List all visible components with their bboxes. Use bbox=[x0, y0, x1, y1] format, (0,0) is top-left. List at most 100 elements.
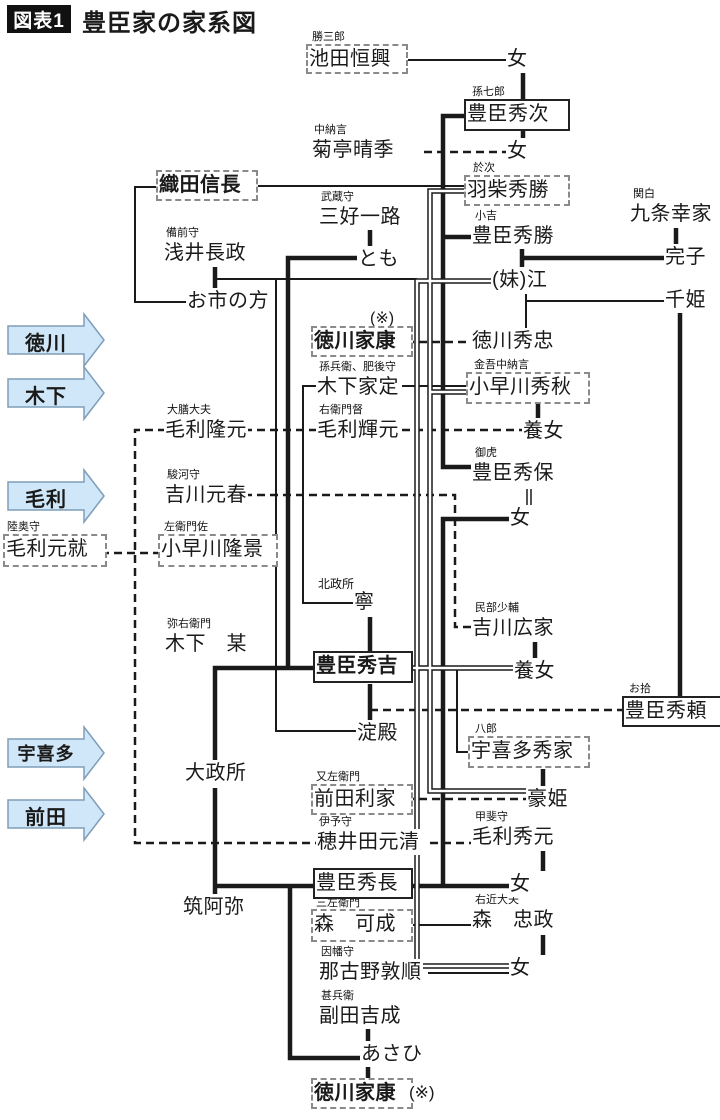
title-kinoshita-iesada: 孫兵衛、肥後守 bbox=[319, 361, 396, 373]
title-kujo: 関白 bbox=[633, 188, 655, 200]
person-tomo: とも bbox=[357, 246, 400, 272]
title-mori-takamoto: 大膳大夫 bbox=[167, 404, 211, 416]
person-toyotomi-hideyoshi: 豊臣秀吉 bbox=[313, 651, 413, 683]
person-go: (妹)江 bbox=[491, 267, 549, 293]
title-hideyori: お拾 bbox=[629, 683, 651, 695]
person-mori-hidemoto: 毛利秀元 bbox=[471, 824, 555, 850]
title-miyoshi: 武蔵守 bbox=[321, 191, 354, 203]
person-kikkawa-motoharu: 吉川元春 bbox=[164, 482, 248, 508]
person-adopted-daughter-hiroie: 養女 bbox=[513, 658, 556, 684]
title-hideyasu: 御虎 bbox=[475, 447, 497, 459]
title-azai: 備前守 bbox=[166, 227, 199, 239]
group-arrow-maeda: 前田 bbox=[25, 807, 67, 829]
kinoshita-arrow-icon bbox=[7, 364, 105, 422]
person-hideyasu-wife: 女 bbox=[509, 505, 532, 531]
line-parents-asahi bbox=[287, 886, 360, 1061]
person-gohime: 豪姫 bbox=[526, 786, 569, 812]
person-senhime: 千姫 bbox=[664, 287, 707, 313]
title-ikeda: 勝三郎 bbox=[312, 31, 345, 43]
person-mori-takamoto: 毛利隆元 bbox=[164, 417, 248, 443]
title-hidetsugu: 孫七郎 bbox=[472, 86, 505, 98]
line-nobunaga-oichi bbox=[134, 186, 188, 303]
person-soeda-yoshinari: 副田吉成 bbox=[318, 1003, 402, 1029]
line-kinoshitabo-omandokoro bbox=[212, 665, 313, 761]
person-kikkawa-hiroie: 吉川広家 bbox=[471, 615, 555, 641]
line-mouri-spine bbox=[133, 428, 316, 845]
person-nagoya-atsunori: 那古野敦順 bbox=[318, 959, 423, 985]
person-kinoshita-iesada: 木下家定 bbox=[316, 374, 400, 400]
person-toyotomi-hidenaga: 豊臣秀長 bbox=[313, 868, 413, 899]
person-ukita-hideie: 宇喜多秀家 bbox=[468, 736, 590, 768]
person-tokugawa-ieyasu-mid: 徳川家康 bbox=[311, 326, 413, 357]
group-arrow-ukita: 宇喜多 bbox=[17, 744, 75, 764]
person-hidemoto-wife: 女 bbox=[509, 871, 532, 897]
line-tomo-parent bbox=[285, 255, 357, 668]
title-soeda: 甚兵衛 bbox=[321, 990, 354, 1002]
person-kujo-yukiie: 九条幸家 bbox=[629, 201, 713, 227]
title-toyotomi-hidekatsu: 小吉 bbox=[475, 210, 497, 222]
title-mori-tadamasa: 右近大夫 bbox=[475, 894, 519, 906]
person-hoida-motokiyo: 穂井田元清 bbox=[316, 829, 421, 855]
tokugawa-arrow-icon bbox=[7, 311, 105, 369]
title-kikkawa-hiroie: 民部少輔 bbox=[475, 602, 519, 614]
person-ikeda-tsuneoki: 池田恒興 bbox=[306, 44, 408, 74]
person-azai-nagamasa: 浅井長政 bbox=[163, 240, 247, 266]
person-hashiba-hidekatsu: 羽柴秀勝 bbox=[464, 175, 570, 206]
person-toyotomi-hidetsugu: 豊臣秀次 bbox=[464, 99, 570, 131]
person-tokugawa-hidetada: 徳川秀忠 bbox=[471, 328, 555, 354]
ukita-arrow-icon bbox=[7, 724, 105, 782]
line-tomo-children-spine bbox=[440, 113, 471, 470]
person-maeda-toshiie: 前田利家 bbox=[311, 784, 413, 815]
person-kobayakawa-takakage: 小早川隆景 bbox=[158, 534, 278, 567]
title-mori-yoshinari: 三左衛門 bbox=[316, 897, 360, 909]
title-nei: 北政所 bbox=[318, 577, 355, 591]
person-oda-nobunaga: 織田信長 bbox=[156, 170, 258, 201]
title-nagoya: 因幡守 bbox=[321, 946, 354, 958]
person-sadako: 完子 bbox=[664, 244, 707, 270]
person-chikuami: 筑阿弥 bbox=[182, 894, 246, 920]
maeda-arrow-icon bbox=[7, 785, 105, 843]
title-kikutei: 中納言 bbox=[314, 124, 347, 136]
title-ukita-hideie: 八郎 bbox=[475, 723, 497, 735]
title-motonari: 陸奥守 bbox=[7, 521, 40, 533]
title-mori-hidemoto: 甲斐守 bbox=[475, 811, 508, 823]
person-kikutei-harusue: 菊亭晴季 bbox=[311, 137, 395, 163]
title-ieyasu-note: (※) bbox=[370, 308, 395, 328]
person-tokugawa-ieyasu-bottom: 徳川家康 bbox=[311, 1078, 413, 1109]
person-ikeda-daughter: 女 bbox=[506, 46, 529, 72]
title-hoida: 伊予守 bbox=[319, 816, 352, 828]
title-hashiba-hidekatsu: 於次 bbox=[473, 162, 495, 174]
person-adopted-daughter-hideaki: 養女 bbox=[522, 418, 565, 444]
mouri-arrow-icon bbox=[7, 467, 105, 525]
person-kikutei-daughter: 女 bbox=[506, 138, 529, 164]
title-maeda-toshiie: 又左衛門 bbox=[316, 771, 360, 783]
person-toyotomi-hideyori: 豊臣秀頼 bbox=[622, 696, 720, 727]
person-mori-terumoto: 毛利輝元 bbox=[316, 417, 400, 443]
page-title: 豊臣家の家系図 bbox=[82, 10, 257, 37]
title-kinoshita-bo: 弥右衛門 bbox=[167, 618, 211, 630]
person-nei: 寧 bbox=[353, 589, 376, 615]
person-yodo: 淀殿 bbox=[356, 720, 399, 746]
title-kikkawa-motoharu: 駿河守 bbox=[167, 469, 200, 481]
title-takakage: 左衛門佐 bbox=[164, 521, 208, 533]
ieyasu-bottom-note: (※) bbox=[409, 1083, 435, 1103]
person-oichi: お市の方 bbox=[186, 288, 270, 314]
person-toyotomi-hidekatsu: 豊臣秀勝 bbox=[471, 223, 555, 249]
person-toyotomi-hideyasu: 豊臣秀保 bbox=[471, 460, 555, 486]
person-tadamasa-wife: 女 bbox=[509, 955, 532, 981]
person-omandokoro: 大政所 bbox=[184, 760, 248, 786]
figure-tag: 図表1 bbox=[7, 5, 71, 33]
person-asahi: あさひ bbox=[360, 1041, 424, 1067]
person-kinoshita-bo: 木下 某 bbox=[164, 631, 248, 657]
person-mori-tadamasa: 森 忠政 bbox=[471, 907, 555, 933]
line-hideyasu-wife-to-hidenaga bbox=[440, 516, 511, 886]
group-arrow-mouri: 毛利 bbox=[25, 489, 67, 511]
person-miyoshi-ichiro: 三好一路 bbox=[318, 204, 402, 230]
title-hideaki: 金吾中納言 bbox=[474, 359, 529, 371]
title-mori-terumoto: 右衛門督 bbox=[319, 404, 363, 416]
group-arrow-kinoshita: 木下 bbox=[25, 386, 67, 408]
group-arrow-tokugawa: 徳川 bbox=[25, 333, 67, 355]
person-kobayakawa-hideaki: 小早川秀秋 bbox=[466, 372, 590, 404]
